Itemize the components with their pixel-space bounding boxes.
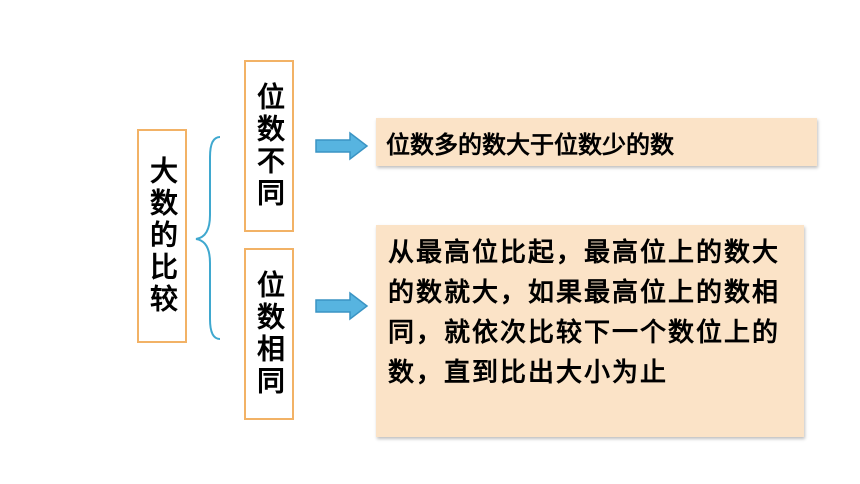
result-text: 从最高位比起，最高位上的数大的数就大，如果最高位上的数相同，就依次比较下一个数位…	[388, 238, 781, 388]
result-same-digits: 从最高位比起，最高位上的数大的数就大，如果最高位上的数相同，就依次比较下一个数位…	[376, 225, 804, 437]
branch-different-digits: 位数不同	[244, 60, 294, 232]
root-label: 大数的比较	[146, 156, 179, 316]
branch-same-digits: 位数相同	[244, 248, 294, 420]
arrow-right-icon	[315, 131, 369, 161]
result-different-digits: 位数多的数大于位数少的数	[376, 118, 817, 166]
branch-label: 位数相同	[253, 270, 286, 398]
arrow-right-icon	[315, 291, 369, 321]
result-text: 位数多的数大于位数少的数	[386, 130, 674, 159]
branch-label: 位数不同	[253, 82, 286, 210]
curly-brace	[195, 136, 221, 340]
root-node: 大数的比较	[137, 129, 187, 343]
